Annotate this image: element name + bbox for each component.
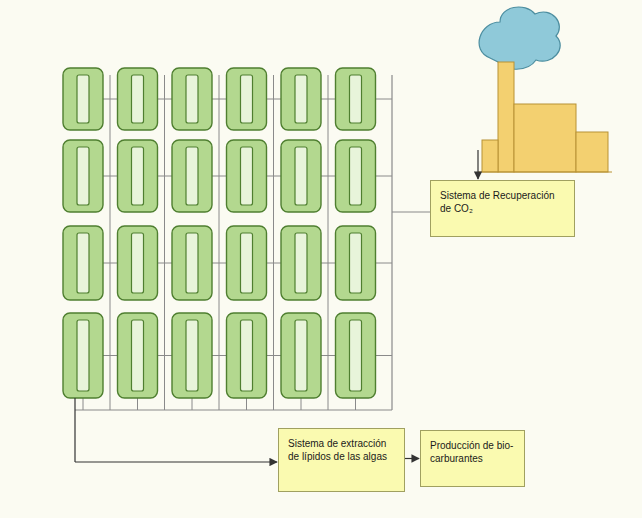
outlet-arrow	[75, 461, 277, 462]
process-box: Sistema de extracción de lípidos de las …	[278, 428, 405, 492]
flow-arrow	[405, 458, 419, 459]
factory-icon	[478, 7, 612, 172]
box-label: Producción de bio-carburantes	[430, 439, 515, 465]
process-box: Producción de bio-carburantes	[420, 430, 525, 487]
collector-line	[391, 75, 392, 410]
outlet-line	[74, 398, 75, 462]
co2-feed-line	[392, 211, 430, 212]
tube-grid	[63, 68, 392, 410]
process-box: Sistema de Recuperación de CO₂	[430, 180, 575, 237]
box-label: Sistema de Recuperación de CO₂	[440, 189, 565, 215]
box-label: Sistema de extracción de lípidos de las …	[288, 437, 395, 463]
co2-arrow	[477, 150, 478, 179]
